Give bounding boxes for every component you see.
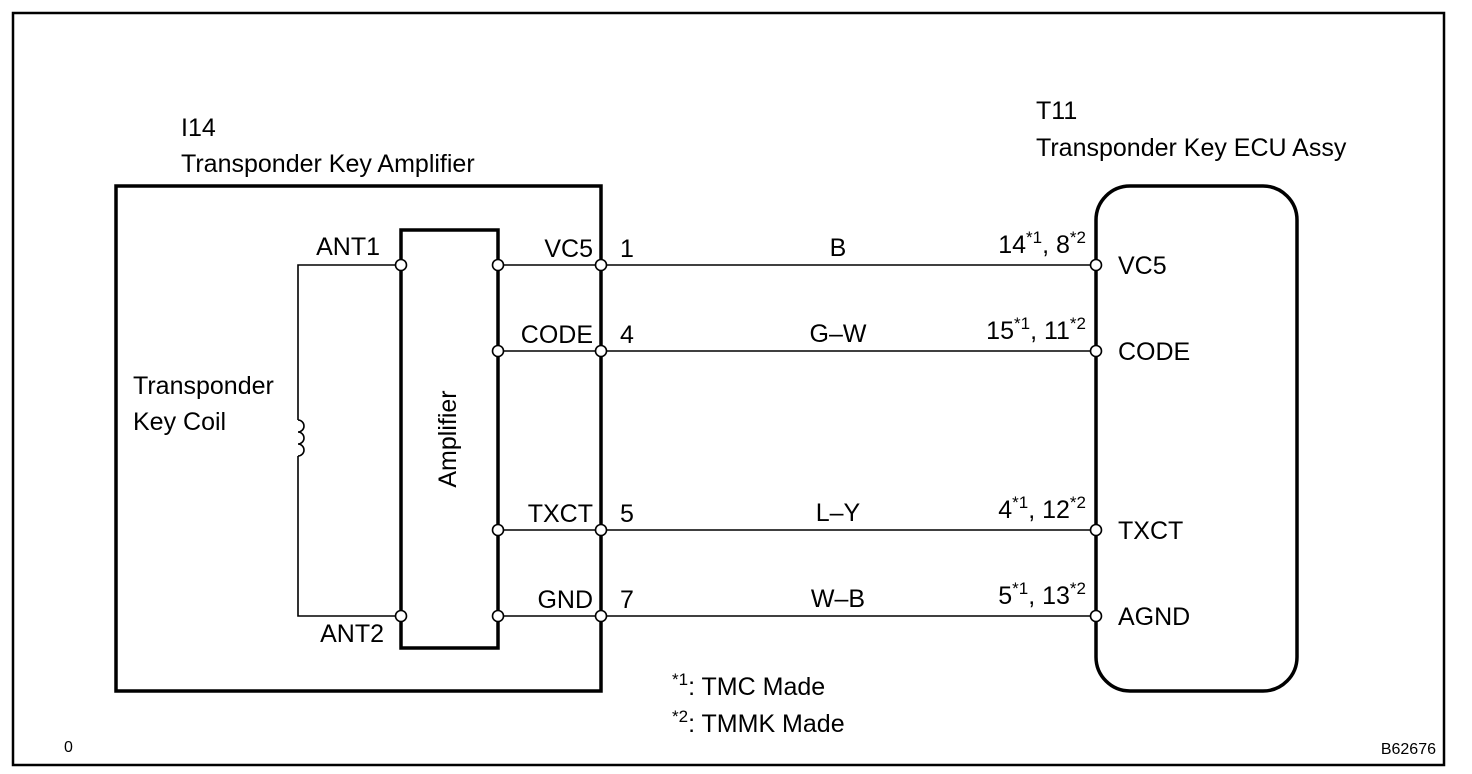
footnote-1-text: : TMC Made	[688, 673, 825, 701]
ecu-pin-numbers: 14*1, 8*2	[998, 228, 1086, 259]
footnote-mark-2: *2	[1070, 493, 1086, 512]
amp-block-pin	[491, 344, 505, 358]
ecu-terminal-label: CODE	[1118, 338, 1190, 366]
amp-connector-pin	[594, 258, 608, 272]
ecu-pin-tmc: 14	[998, 231, 1026, 259]
amp-block-pin	[491, 523, 505, 537]
wire-color-label: B	[830, 234, 847, 262]
ecu-unit-name: Transponder Key ECU Assy	[1036, 134, 1347, 162]
ecu-pin-tmc: 4	[998, 496, 1012, 524]
wire-color-label: W–B	[811, 585, 865, 613]
footnote-mark-2: *2	[1070, 314, 1086, 333]
coil-label-line2: Key Coil	[133, 408, 226, 436]
coil-label-line1: Transponder	[133, 372, 274, 400]
figure-code: B62676	[1381, 741, 1436, 758]
footnote-2-text: : TMMK Made	[688, 710, 845, 738]
ant2-pin	[394, 609, 408, 623]
ecu-connector-pin	[1089, 258, 1103, 272]
coil-wire-top	[297, 264, 401, 420]
ecu-pin-tmmk: 8	[1056, 231, 1070, 259]
ecu-pin-tmc: 15	[986, 317, 1014, 345]
amp-terminal-label: VC5	[544, 235, 593, 263]
ant2-label: ANT2	[320, 620, 384, 648]
amp-connector-pin	[594, 523, 608, 537]
amp-pin-number: 7	[620, 586, 634, 614]
ecu-connector-id: T11	[1036, 97, 1077, 125]
footnote-mark-2: *2	[1070, 228, 1086, 247]
ecu-terminal-label: TXCT	[1118, 517, 1183, 545]
amp-terminal-label: TXCT	[528, 500, 593, 528]
ecu-pin-tmmk: 11	[1044, 317, 1070, 345]
ecu-terminal-label: AGND	[1118, 603, 1190, 631]
ecu-pin-tmmk: 13	[1042, 582, 1070, 610]
footnote-1: *1: TMC Made	[672, 670, 825, 701]
ecu-pin-tmmk: 12	[1042, 496, 1070, 524]
ecu-connector-pin	[1089, 344, 1103, 358]
wire-color-label: L–Y	[816, 499, 861, 527]
amp-block-pin	[491, 609, 505, 623]
ecu-pin-numbers: 5*1, 13*2	[998, 579, 1086, 610]
footnote-mark-1: *1	[1012, 579, 1028, 598]
ecu-pin-numbers: 4*1, 12*2	[998, 493, 1086, 524]
separator: ,	[1028, 496, 1042, 524]
amplifier-unit-box	[114, 184, 603, 693]
ecu-terminal-label: VC5	[1118, 252, 1167, 280]
footnote-mark-1: *1	[1014, 314, 1030, 333]
ecu-box	[1094, 184, 1299, 693]
amplifier-unit-name: Transponder Key Amplifier	[181, 150, 475, 178]
amp-pin-number: 1	[620, 235, 634, 263]
ant1-pin	[394, 258, 408, 272]
coil-inductor	[297, 419, 305, 457]
footnote-mark-1: *1	[1026, 228, 1042, 247]
footnote-mark-2: *2	[1070, 579, 1086, 598]
separator: ,	[1042, 231, 1056, 259]
coil-wire-bottom	[297, 456, 401, 617]
separator: ,	[1028, 582, 1042, 610]
amp-terminal-label: CODE	[521, 321, 593, 349]
wire-color-label: G–W	[810, 320, 867, 348]
ecu-pin-tmc: 5	[998, 582, 1012, 610]
corner-zero: 0	[64, 739, 73, 756]
ecu-connector-pin	[1089, 523, 1103, 537]
amp-connector-pin	[594, 344, 608, 358]
footnote-mark-1: *1	[1012, 493, 1028, 512]
amp-terminal-label: GND	[537, 586, 593, 614]
footnote-2-mark: *2	[672, 707, 688, 726]
amplifier-block	[399, 228, 500, 650]
ecu-connector-pin	[1089, 609, 1103, 623]
ant1-label: ANT1	[316, 233, 380, 261]
amp-connector-pin	[594, 609, 608, 623]
amp-block-pin	[491, 258, 505, 272]
amplifier-block-label: Amplifier	[434, 390, 462, 487]
amp-pin-number: 5	[620, 500, 634, 528]
separator: ,	[1030, 317, 1044, 345]
diagram-frame	[11, 11, 1446, 767]
amplifier-connector-id: I14	[181, 114, 216, 142]
ecu-pin-numbers: 15*1, 11*2	[986, 314, 1086, 345]
amp-pin-number: 4	[620, 321, 634, 349]
footnote-2: *2: TMMK Made	[672, 707, 845, 738]
footnote-1-mark: *1	[672, 670, 688, 689]
